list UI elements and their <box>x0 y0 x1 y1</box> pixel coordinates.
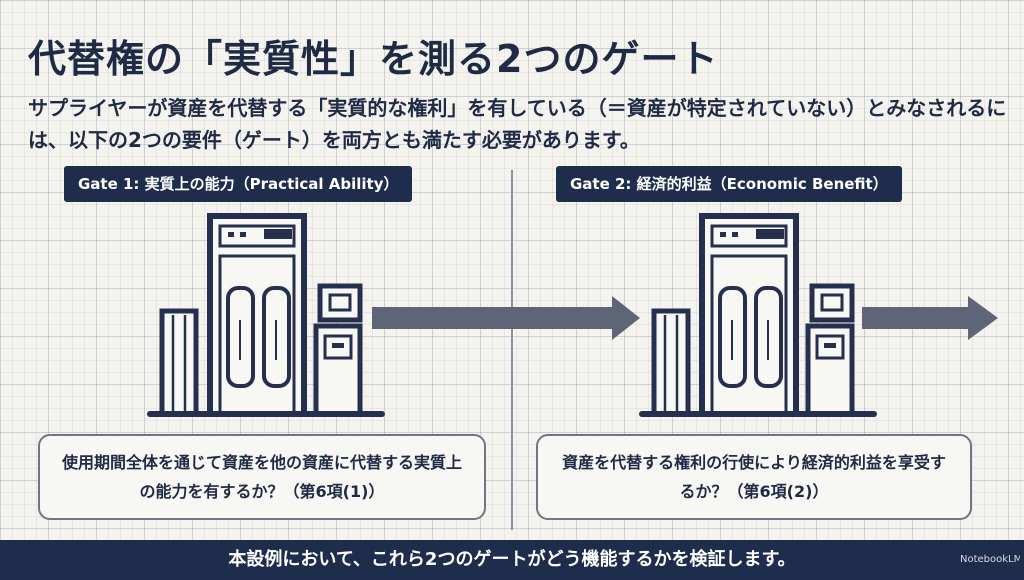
gate-2-arrow-right-icon <box>862 296 998 340</box>
gates-illustration <box>0 0 998 540</box>
gate-1-arrow-right-icon <box>372 296 640 340</box>
gate-2-label: Gate 2: 経済的利益（Economic Benefit） <box>556 166 902 202</box>
notebooklm-logo-icon: NotebookLM <box>960 540 1020 580</box>
footer-text: 本設例において、これら2つのゲートがどう機能するかを検証します。 <box>228 549 796 570</box>
page-subtitle: サプライヤーが資産を代替する「実質的な権利」を有している（＝資産が特定されていな… <box>28 96 1007 152</box>
gate-2-icon <box>642 216 874 414</box>
gate-1-description-box: 使用期間全体を通じて資産を他の資産に代替する実質上の能力を有するか？（第6項(1… <box>38 434 486 520</box>
brand-label: NotebookLM <box>960 554 1020 565</box>
gate-1-description: 使用期間全体を通じて資産を他の資産に代替する実質上の能力を有するか？（第6項(1… <box>61 453 462 501</box>
gate-2-description: 資産を代替する権利の行使により経済的利益を享受するか？（第6項(2)） <box>562 453 946 501</box>
gate-1-label: Gate 1: 実質上の能力（Practical Ability） <box>64 166 413 202</box>
footer-bar: 本設例において、これら2つのゲートがどう機能するかを検証します。 Noteboo… <box>0 540 1024 580</box>
page-title: 代替権の「実質性」を測る2つのゲート <box>28 37 719 81</box>
gate-2-description-box: 資産を代替する権利の行使により経済的利益を享受するか？（第6項(2)） <box>536 434 972 520</box>
column-divider <box>511 170 513 530</box>
gate-1-icon <box>150 216 382 414</box>
